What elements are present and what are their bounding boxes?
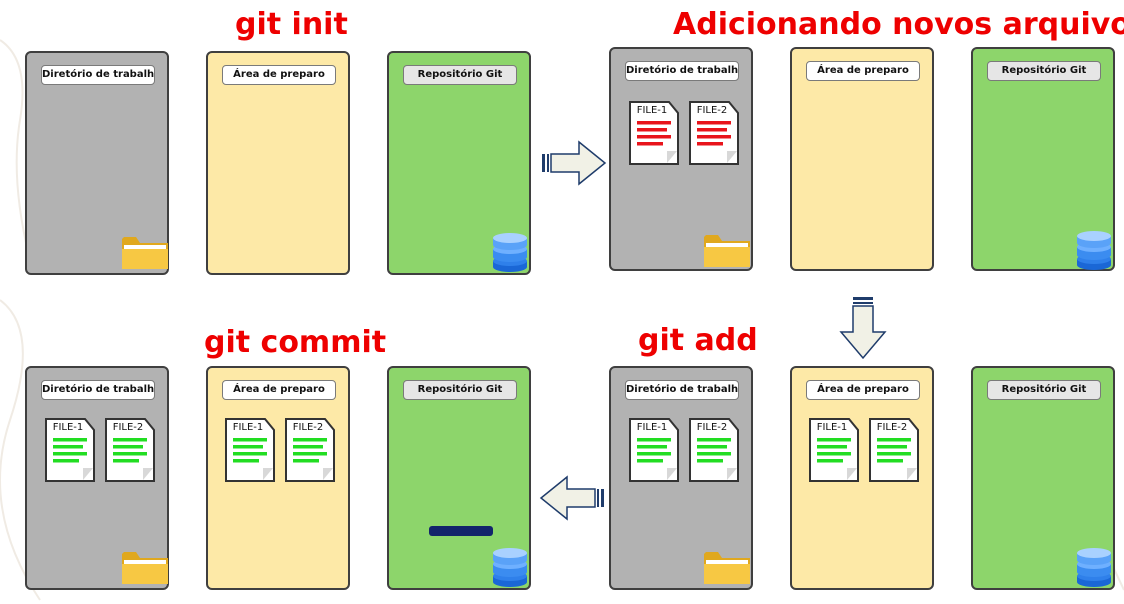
repository-panel: Repositório Git [387,51,531,275]
repository-label: Repositório Git [987,61,1101,81]
folder-icon [704,235,750,267]
repository-label: Repositório Git [403,65,517,85]
commit-bar [429,526,493,536]
arrow-down-icon [839,297,887,360]
staging-area-label: Área de preparo [222,380,336,400]
file-2-label: FILE-2 [876,422,908,433]
staging-area-panel: Área de preparo FILE-1 FILE-2 [206,366,350,590]
document-icon: FILE-2 [285,418,335,482]
working-directory-panel: Diretório de trabalho FILE-1 FILE-2 [25,366,169,590]
file-2-label: FILE-2 [112,422,144,433]
working-directory-panel: Diretório de trabalho FILE-1 FILE-2 [609,47,753,271]
working-directory-label: Diretório de trabalho [41,65,155,85]
document-icon: FILE-2 [105,418,155,482]
staging-area-label: Área de preparo [806,380,920,400]
document-icon: FILE-1 [45,418,95,482]
staging-area-panel: Área de preparo FILE-1 FILE-2 [790,366,934,590]
document-icon: FILE-1 [629,101,679,165]
staging-area-panel: Área de preparo [790,47,934,271]
repository-label: Repositório Git [987,380,1101,400]
document-icon: FILE-2 [689,418,739,482]
staging-area-label: Área de preparo [222,65,336,85]
folder-icon [704,552,750,584]
repository-panel: Repositório Git [971,47,1115,271]
title-git-init: git init [235,7,348,42]
document-icon: FILE-1 [629,418,679,482]
working-directory-label: Diretório de trabalho [625,380,739,400]
file-2-label: FILE-2 [696,422,728,433]
title-git-add: git add [638,323,758,358]
database-icon [493,233,527,272]
arrow-right-icon [542,140,607,186]
document-icon: FILE-1 [809,418,859,482]
folder-icon [122,237,168,269]
document-icon: FILE-2 [869,418,919,482]
arrow-left-icon [539,475,604,521]
database-icon [493,548,527,587]
working-directory-label: Diretório de trabalho [625,61,739,81]
working-directory-panel: Diretório de trabalho FILE-1 FILE-2 [609,366,753,590]
file-2-label: FILE-2 [292,422,324,433]
working-directory-panel: Diretório de trabalho [25,51,169,275]
document-icon: FILE-1 [225,418,275,482]
document-icon: FILE-2 [689,101,739,165]
title-git-commit: git commit [204,325,387,360]
working-directory-label: Diretório de trabalho [41,380,155,400]
file-1-label: FILE-1 [52,422,84,433]
file-1-label: FILE-1 [636,105,668,116]
repository-label: Repositório Git [403,380,517,400]
staging-area-label: Área de preparo [806,61,920,81]
database-icon [1077,548,1111,587]
file-2-label: FILE-2 [696,105,728,116]
file-1-label: FILE-1 [816,422,848,433]
file-1-label: FILE-1 [636,422,668,433]
repository-panel: Repositório Git [971,366,1115,590]
title-adding-files: Adicionando novos arquivos [673,7,1124,42]
folder-icon [122,552,168,584]
staging-area-panel: Área de preparo [206,51,350,275]
repository-panel: Repositório Git [387,366,531,590]
file-1-label: FILE-1 [232,422,264,433]
database-icon [1077,231,1111,270]
